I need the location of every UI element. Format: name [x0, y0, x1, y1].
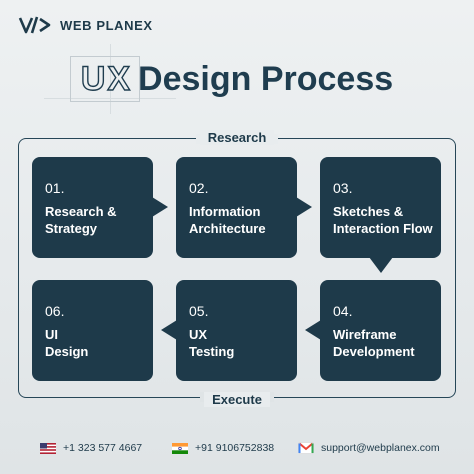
- brand-name: WEB PLANEX: [60, 17, 153, 33]
- section-label-research: Research: [0, 130, 474, 145]
- webplanex-logo-icon: [18, 15, 52, 35]
- step-title: Wireframe Development: [333, 327, 415, 359]
- arrow-right-icon: [296, 197, 312, 217]
- india-flag-icon: [172, 442, 188, 454]
- us-phone-number: +1 323 577 4667: [63, 442, 143, 454]
- process-step-card: 05. UX Testing: [176, 280, 297, 381]
- process-step-card: 01. Research & Strategy: [32, 157, 153, 258]
- step-number: 03.: [333, 180, 353, 196]
- us-flag-icon: [40, 442, 56, 454]
- decorative-guide-line: [110, 44, 111, 114]
- brand[interactable]: WEB PLANEX: [18, 15, 153, 35]
- step-title: UI Design: [45, 327, 89, 359]
- process-step-card: 02. Information Architecture: [176, 157, 297, 258]
- step-number: 01.: [45, 180, 65, 196]
- contact-us-phone[interactable]: +1 323 577 4667: [40, 442, 142, 454]
- step-title: Research & Strategy: [45, 204, 117, 236]
- gmail-icon: [298, 442, 314, 454]
- arrow-left-icon: [305, 320, 321, 340]
- step-title: Information Architecture: [189, 204, 266, 236]
- arrow-right-icon: [152, 197, 168, 217]
- arrow-left-icon: [161, 320, 177, 340]
- india-phone-number: +91 9106752838: [195, 442, 275, 454]
- process-step-card: 06. UI Design: [32, 280, 153, 381]
- step-number: 04.: [333, 303, 353, 319]
- arrow-down-icon: [369, 257, 393, 273]
- step-title: Sketches & Interaction Flow: [333, 204, 433, 236]
- title-text: Design Process: [138, 60, 394, 98]
- process-step-card: 03. Sketches & Interaction Flow: [320, 157, 441, 258]
- title-accent: UX: [80, 59, 133, 98]
- process-step-card: 04. Wireframe Development: [320, 280, 441, 381]
- contact-email[interactable]: support@webplanex.com: [298, 442, 440, 454]
- section-label-execute: Execute: [0, 392, 474, 407]
- step-title: UX Testing: [189, 327, 235, 359]
- step-number: 02.: [189, 180, 209, 196]
- email-address: support@webplanex.com: [321, 442, 440, 454]
- step-number: 06.: [45, 303, 65, 319]
- contact-india-phone[interactable]: +91 9106752838: [172, 442, 274, 454]
- step-number: 05.: [189, 303, 209, 319]
- title-frame-decoration: [70, 56, 140, 102]
